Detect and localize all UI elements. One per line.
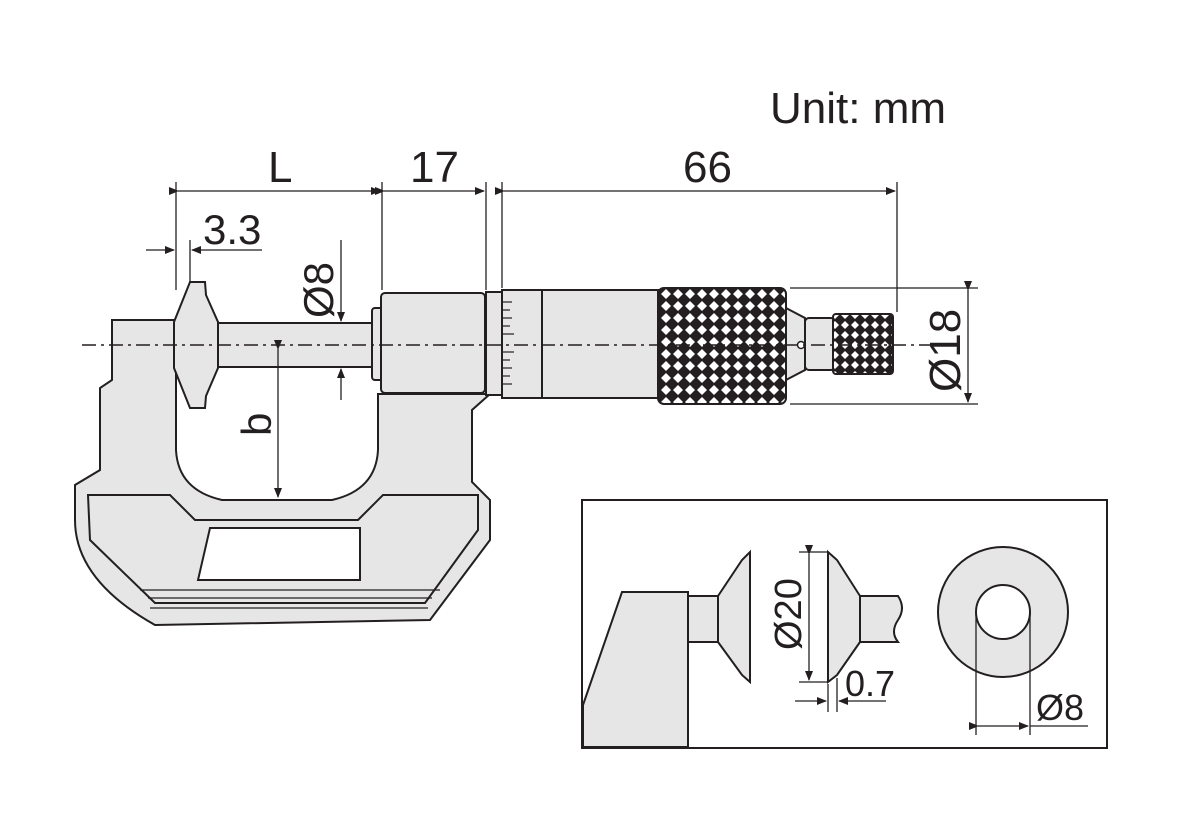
detail-spindle-shaft	[859, 595, 903, 643]
micrometer	[74, 281, 894, 627]
dim-L-label: L	[268, 143, 292, 192]
dim-3-3-label: 3.3	[203, 206, 261, 253]
ratchet-shaft	[804, 317, 836, 371]
detail-disc-dia-label: Ø20	[768, 578, 810, 650]
detail-anvil-neck	[687, 595, 719, 643]
detail-disc-edge-label: 0.7	[845, 663, 895, 704]
dim-17-label: 17	[410, 143, 459, 192]
thimble-graduations	[502, 301, 514, 385]
dim-thimble-dia-label: Ø18	[921, 309, 970, 392]
detail-anvil-disc	[717, 549, 751, 685]
detail-face-inner	[975, 584, 1031, 640]
dim-66-label: 66	[683, 143, 732, 192]
unit-label: Unit: mm	[770, 84, 946, 133]
sleeve-block	[380, 292, 486, 394]
ratchet-neck	[785, 306, 806, 382]
frame-window	[196, 527, 361, 581]
dim-spindle-dia-label: Ø8	[295, 262, 342, 318]
thimble-barrel	[541, 289, 659, 399]
thimble	[501, 289, 543, 399]
dim-b-label: b	[233, 413, 280, 436]
detail-frame-part	[582, 591, 689, 748]
detail-view	[581, 499, 1108, 749]
detail-face-dia-label: Ø8	[1036, 687, 1084, 728]
ratchet-knurl	[832, 313, 894, 375]
dimension-lines	[146, 182, 978, 498]
sleeve-scale	[485, 291, 503, 396]
thimble-knurl	[657, 287, 787, 405]
